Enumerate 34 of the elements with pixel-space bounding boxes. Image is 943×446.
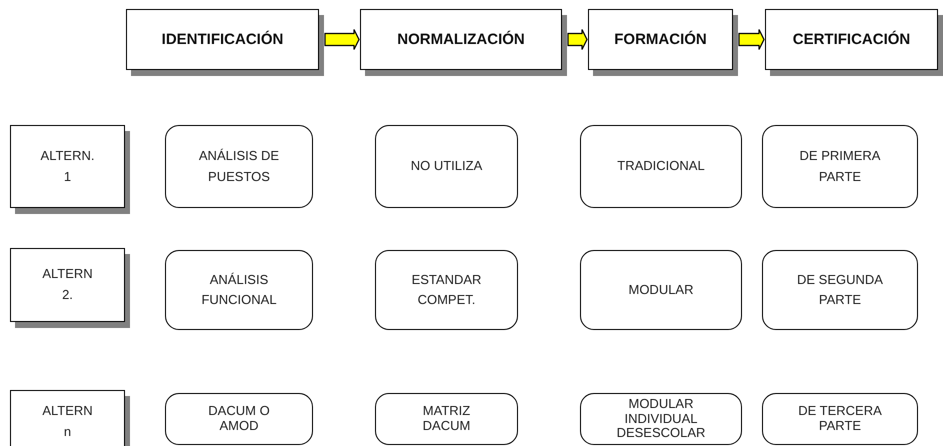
- option-box: [580, 250, 742, 330]
- box-label: DACUM O AMOD: [207, 404, 271, 434]
- option-box: [762, 250, 918, 330]
- box-label: CERTIFICACIÓN: [792, 31, 910, 48]
- box-label: ALTERN 2.: [41, 265, 94, 304]
- option-box: [165, 250, 313, 330]
- option-box: [580, 125, 742, 208]
- box-label: MODULAR: [628, 280, 694, 299]
- box-label: TRADICIONAL: [617, 157, 705, 176]
- box-label: DE TERCERA PARTE: [797, 404, 883, 434]
- box-label: ESTANDAR COMPET.: [410, 270, 482, 309]
- block-arrow: [738, 28, 765, 50]
- option-box: [165, 125, 313, 208]
- box-label: ALTERN. 1: [40, 146, 94, 186]
- box-label: DE SEGUNDA PARTE: [796, 270, 884, 309]
- box-label: NORMALIZACIÓN: [397, 31, 525, 48]
- box-label: MATRIZ DACUM: [422, 404, 472, 434]
- option-box: [375, 250, 518, 330]
- box-label: ANÁLISIS FUNCIONAL: [200, 270, 278, 309]
- box-label: ALTERN n: [41, 402, 94, 441]
- box-label: MODULAR INDIVIDUAL DESESCOLAR: [616, 396, 706, 442]
- box-label: FORMACIÓN: [614, 31, 707, 48]
- block-arrow: [567, 28, 588, 50]
- option-box: [762, 393, 918, 445]
- box-label: DE PRIMERA PARTE: [798, 147, 882, 186]
- box-label: IDENTIFICACIÓN: [162, 31, 284, 48]
- box-label: ANÁLISIS DE PUESTOS: [198, 147, 280, 186]
- box-label: NO UTILIZA: [410, 157, 482, 176]
- option-box: [375, 393, 518, 445]
- option-box: [165, 393, 313, 445]
- option-box: [762, 125, 918, 208]
- block-arrow: [324, 28, 360, 50]
- option-box: [580, 393, 742, 445]
- option-box: [375, 125, 518, 208]
